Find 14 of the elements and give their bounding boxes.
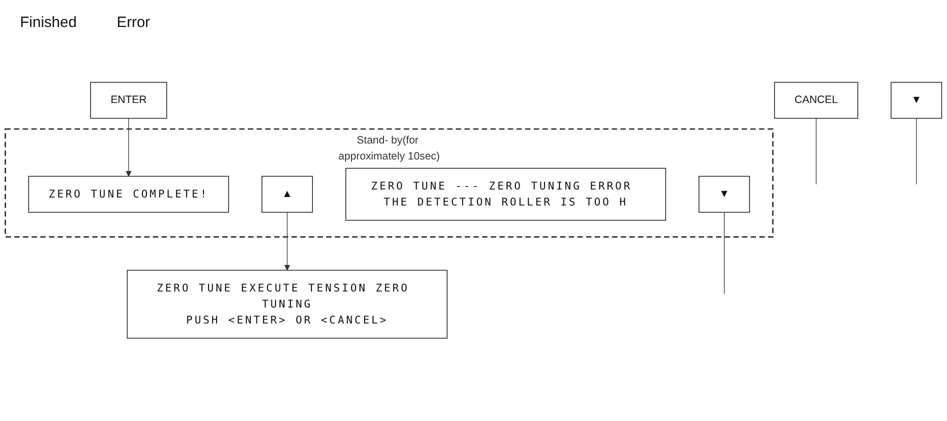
node-box: ZERO TUNE EXECUTE TENSION ZERO TUNING PUSH <ENTER> OR <CANCEL> [126, 270, 448, 339]
node-box: ENTER [90, 82, 168, 119]
status-label: Finished [20, 14, 77, 31]
arrow [284, 212, 290, 271]
node-box: CANCEL [774, 82, 858, 119]
arrow [126, 118, 132, 177]
node-box: ▲ [262, 176, 313, 213]
connector [724, 212, 725, 295]
node-box: ▼ [698, 176, 750, 213]
node-box: ZERO TUNE COMPLETE! [28, 176, 230, 213]
connector [916, 118, 917, 185]
node-box: ZERO TUNE --- ZERO TUNING ERROR THE DETECTION ROLLER IS TOO H [345, 168, 666, 221]
status-label: Error [116, 14, 150, 31]
node-box: ▼ [890, 82, 942, 119]
